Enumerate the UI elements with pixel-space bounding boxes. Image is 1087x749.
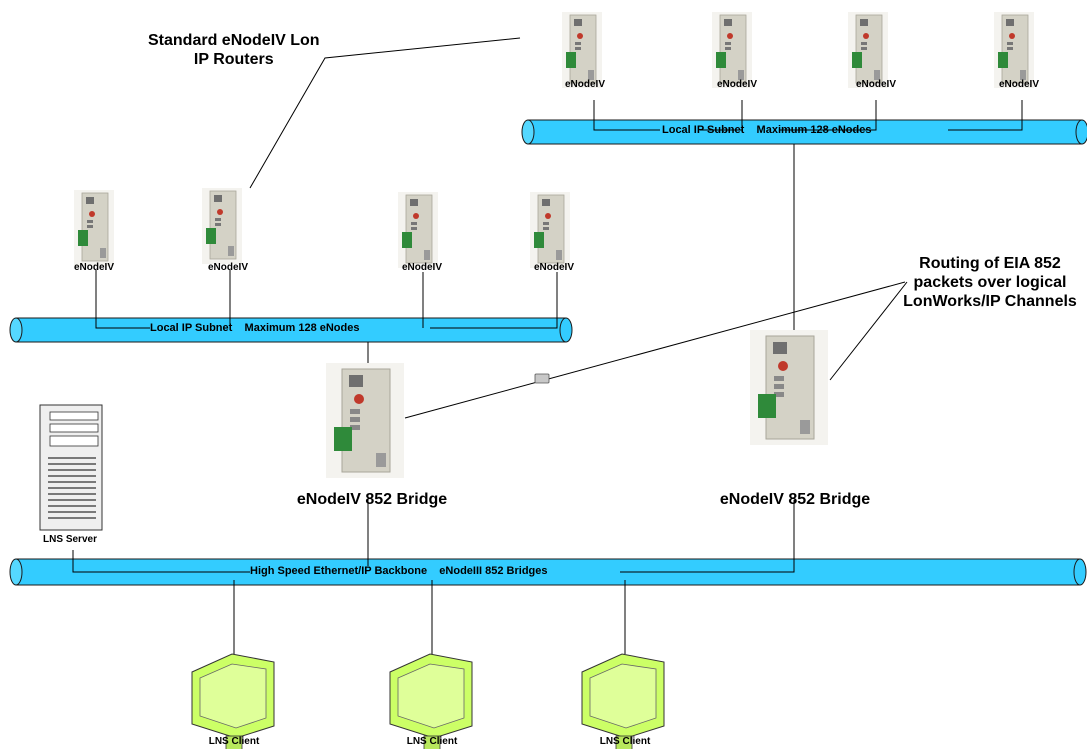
callout-routers-line1: Standard eNodeIV Lon [148, 32, 320, 49]
middle-subnet-name: Local IP Subnet [150, 322, 233, 334]
callout-routing: Routing of EIA 852 packets over logical … [895, 254, 1085, 311]
enode-device [561, 11, 603, 89]
client-label: LNS Client [599, 736, 651, 747]
middle-subnet-label: Local IP Subnet Maximum 128 eNodes [150, 322, 359, 334]
top-subnet-capacity: Maximum 128 eNodes [756, 124, 872, 136]
monitor-icon [389, 653, 473, 749]
pipe-top-subnet [521, 119, 1087, 145]
connection-lines [72, 100, 1023, 654]
device-label: eNodeIV [998, 79, 1040, 90]
enode-device [397, 191, 439, 269]
pipe-middle-subnet [9, 317, 573, 343]
device-label: eNodeIV [73, 262, 115, 273]
enode-device [847, 11, 889, 89]
callout-leaders [249, 37, 908, 419]
device-label: eNodeIV [207, 262, 249, 273]
callout-routers: Standard eNodeIV Lon IP Routers [148, 31, 320, 69]
device-label: eNodeIV [564, 79, 606, 90]
enode-device [529, 191, 571, 269]
server-icon [39, 404, 103, 531]
callout-routing-line2: packets over logical [913, 274, 1067, 291]
device-label: eNodeIV [716, 79, 758, 90]
backbone-label: High Speed Ethernet/IP Backbone eNodeIII… [250, 565, 548, 577]
monitor-icon [581, 653, 665, 749]
enode-device [711, 11, 753, 89]
device-label: eNodeIV [533, 262, 575, 273]
enode-device [73, 189, 115, 267]
top-subnet-label: Local IP Subnet Maximum 128 eNodes [662, 124, 871, 136]
callout-routing-line3: LonWorks/IP Channels [903, 293, 1077, 310]
callout-routers-line2: IP Routers [193, 51, 274, 68]
client-label: LNS Client [406, 736, 458, 747]
device-label: eNodeIV [855, 79, 897, 90]
top-subnet-name: Local IP Subnet [662, 124, 745, 136]
backbone-bridges: eNodeIII 852 Bridges [439, 565, 548, 577]
callout-routing-line1: Routing of EIA 852 [919, 255, 1061, 272]
packet-icon [534, 373, 550, 384]
enode-device [993, 11, 1035, 89]
bridge-label-left: eNodeIV 852 Bridge [296, 491, 448, 508]
device-label: eNodeIV [401, 262, 443, 273]
enode-device [201, 187, 243, 265]
bridge-label-right: eNodeIV 852 Bridge [719, 491, 871, 508]
bridge-device [325, 362, 405, 479]
client-label: LNS Client [208, 736, 260, 747]
bridge-device [749, 329, 829, 446]
server-label: LNS Server [43, 534, 97, 545]
monitor-icon [191, 653, 275, 749]
middle-subnet-capacity: Maximum 128 eNodes [244, 322, 360, 334]
backbone-name: High Speed Ethernet/IP Backbone [250, 565, 428, 577]
